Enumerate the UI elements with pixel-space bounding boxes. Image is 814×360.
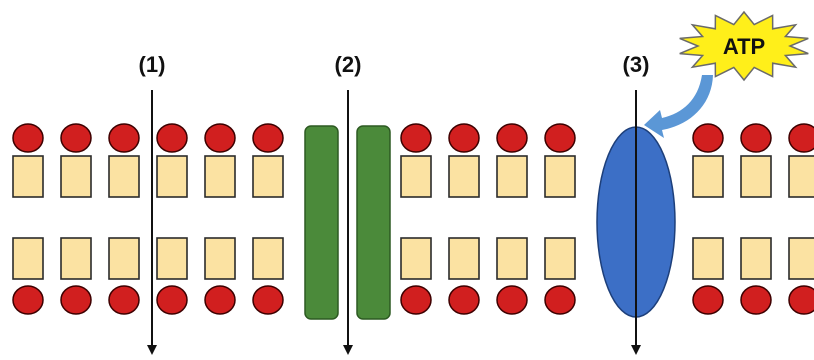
phospholipid-head-top bbox=[400, 123, 432, 153]
phospholipid-head-bottom bbox=[448, 285, 480, 315]
down-arrow-icon bbox=[631, 345, 641, 355]
phospholipid-head-top bbox=[156, 123, 188, 153]
phospholipid-tail-top bbox=[204, 155, 236, 198]
phospholipid-tail-bottom bbox=[156, 237, 188, 280]
phospholipid-head-bottom bbox=[12, 285, 44, 315]
phospholipid-tail-bottom bbox=[692, 237, 724, 280]
phospholipid-tail-top bbox=[252, 155, 284, 198]
phospholipid-head-bottom bbox=[692, 285, 724, 315]
transport-arrows bbox=[147, 90, 641, 355]
phospholipid-tail-top bbox=[740, 155, 772, 198]
phospholipid-tail-top bbox=[544, 155, 576, 198]
phospholipid-head-top bbox=[60, 123, 92, 153]
channel-protein bbox=[304, 125, 391, 320]
phospholipid-tail-top bbox=[496, 155, 528, 198]
atp-label: ATP bbox=[723, 34, 765, 59]
phospholipid-tail-bottom bbox=[496, 237, 528, 280]
phospholipid-pair bbox=[400, 123, 432, 315]
phospholipid-head-bottom bbox=[108, 285, 140, 315]
phospholipid-tail-bottom bbox=[448, 237, 480, 280]
phospholipid-head-top bbox=[448, 123, 480, 153]
phospholipid-pair bbox=[156, 123, 188, 315]
phospholipid-tail-bottom bbox=[204, 237, 236, 280]
phospholipid-head-bottom bbox=[252, 285, 284, 315]
phospholipid-pair bbox=[448, 123, 480, 315]
phospholipid-head-bottom bbox=[60, 285, 92, 315]
phospholipid-tail-bottom bbox=[252, 237, 284, 280]
phospholipid-pair bbox=[788, 123, 814, 315]
down-arrow-icon bbox=[147, 345, 157, 355]
phospholipid-pair bbox=[692, 123, 724, 315]
label-path-2: (2) bbox=[335, 52, 362, 77]
phospholipid-pair bbox=[108, 123, 140, 315]
phospholipid-tail-top bbox=[448, 155, 480, 198]
phospholipid-tail-top bbox=[60, 155, 92, 198]
phospholipid-head-bottom bbox=[204, 285, 236, 315]
phospholipid-head-bottom bbox=[156, 285, 188, 315]
starburst-icon bbox=[679, 10, 809, 82]
phospholipid-pair bbox=[496, 123, 528, 315]
phospholipid-tail-bottom bbox=[544, 237, 576, 280]
phospholipid-head-bottom bbox=[544, 285, 576, 315]
phospholipid-pair bbox=[60, 123, 92, 315]
phospholipid-tail-bottom bbox=[788, 237, 814, 280]
phospholipid-head-bottom bbox=[788, 285, 814, 315]
phospholipid-pair bbox=[12, 123, 44, 315]
phospholipid-pair bbox=[740, 123, 772, 315]
phospholipid-head-top bbox=[788, 123, 814, 153]
phospholipid-head-bottom bbox=[740, 285, 772, 315]
phospholipid-tail-bottom bbox=[60, 237, 92, 280]
phospholipid-tail-bottom bbox=[108, 237, 140, 280]
channel-protein-left bbox=[304, 125, 339, 320]
curved-arrow-icon bbox=[644, 75, 713, 138]
down-arrow-icon bbox=[343, 345, 353, 355]
phospholipid-bilayer bbox=[12, 123, 814, 315]
label-path-3: (3) bbox=[623, 52, 650, 77]
phospholipid-head-top bbox=[544, 123, 576, 153]
phospholipid-head-top bbox=[108, 123, 140, 153]
phospholipid-tail-top bbox=[692, 155, 724, 198]
phospholipid-tail-bottom bbox=[12, 237, 44, 280]
phospholipid-head-bottom bbox=[496, 285, 528, 315]
phospholipid-head-top bbox=[204, 123, 236, 153]
phospholipid-tail-top bbox=[156, 155, 188, 198]
phospholipid-tail-top bbox=[788, 155, 814, 198]
phospholipid-pair bbox=[544, 123, 576, 315]
channel-protein-right bbox=[356, 125, 391, 320]
phospholipid-head-top bbox=[252, 123, 284, 153]
phospholipid-head-top bbox=[740, 123, 772, 153]
phospholipid-head-bottom bbox=[400, 285, 432, 315]
phospholipid-tail-bottom bbox=[740, 237, 772, 280]
phospholipid-tail-top bbox=[12, 155, 44, 198]
phospholipid-head-top bbox=[496, 123, 528, 153]
phospholipid-pair bbox=[252, 123, 284, 315]
label-path-1: (1) bbox=[139, 52, 166, 77]
phospholipid-head-top bbox=[692, 123, 724, 153]
phospholipid-head-top bbox=[12, 123, 44, 153]
phospholipid-pair bbox=[204, 123, 236, 315]
phospholipid-tail-bottom bbox=[400, 237, 432, 280]
phospholipid-tail-top bbox=[400, 155, 432, 198]
phospholipid-tail-top bbox=[108, 155, 140, 198]
